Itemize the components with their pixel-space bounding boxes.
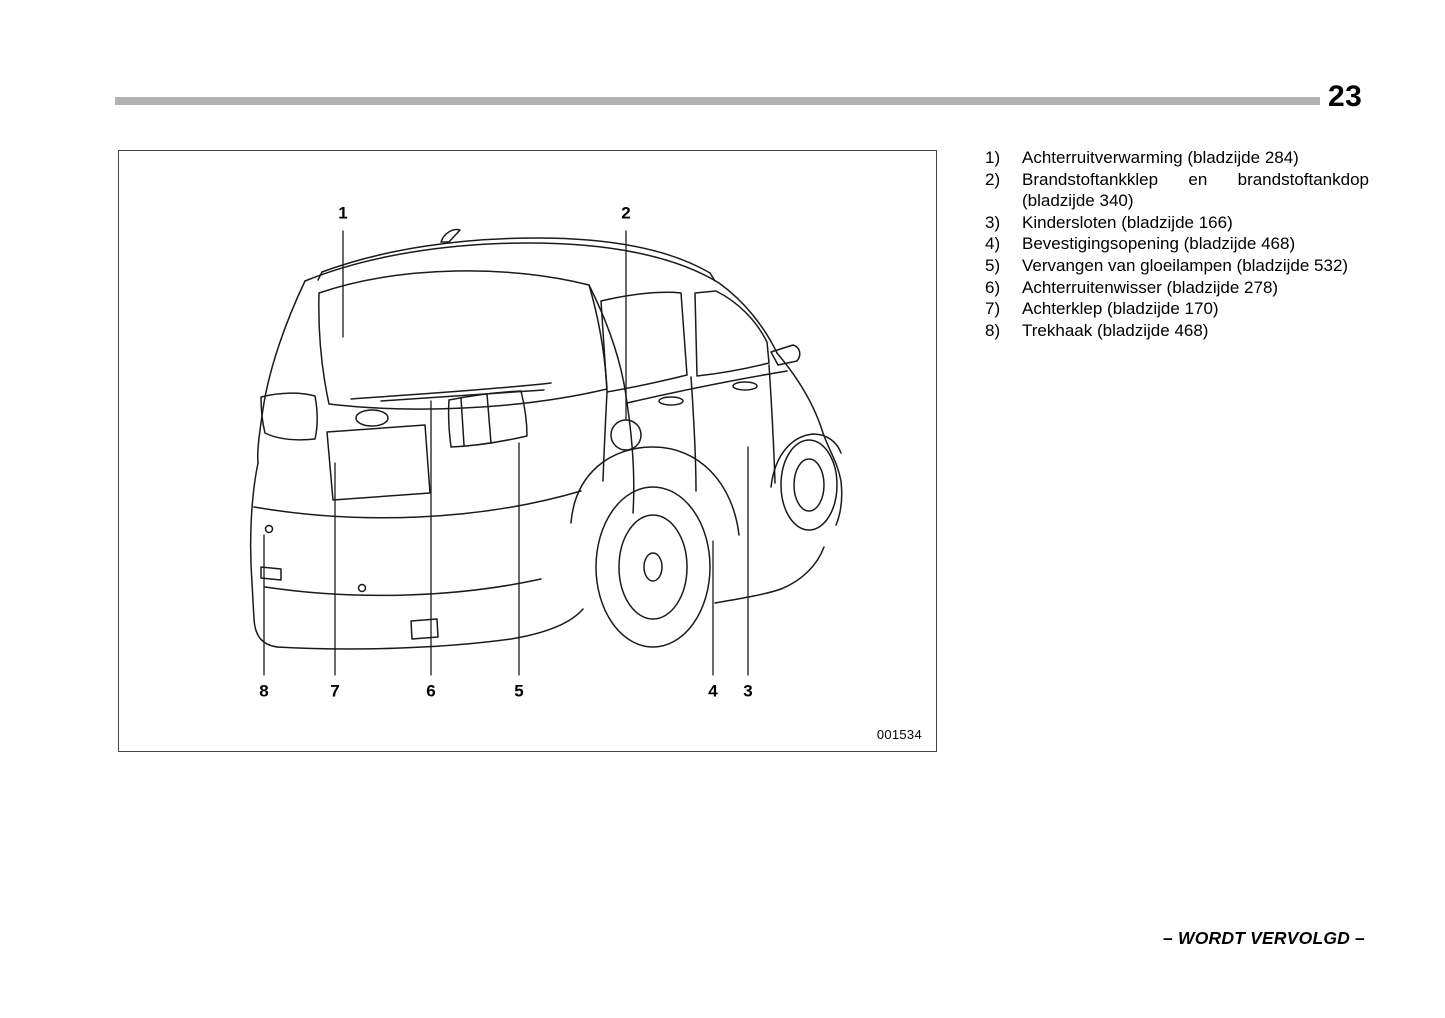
- legend-item-number: 3): [985, 212, 1001, 232]
- tail-lights: [260, 390, 528, 448]
- legend-item-2: 2) Brandstoftankklep en brandstoftankdop…: [985, 169, 1369, 212]
- figure-box: 1 2 8 7 6 5 4 3 001534: [118, 150, 937, 752]
- rear-window: [318, 270, 608, 410]
- legend-item-text: Achterklep (bladzijde 170): [1022, 299, 1219, 319]
- legend-item-7: 7) Achterklep (bladzijde 170): [985, 298, 1369, 320]
- callout-7: 7: [330, 681, 340, 701]
- legend-item-3: 3) Kindersloten (bladzijde 166): [985, 212, 1369, 234]
- legend-item-number: 6): [985, 277, 1001, 297]
- rear-bumper: [253, 490, 584, 650]
- continued-note: – WORDT VERVOLGD –: [1163, 928, 1365, 948]
- door-handle: [732, 381, 758, 391]
- license-plate: [326, 424, 431, 501]
- legend-item-number: 8): [985, 320, 1001, 340]
- header-rule: [115, 97, 1320, 105]
- tow-hitch: [410, 618, 439, 640]
- legend-item-text: Trekhaak (bladzijde 468): [1022, 320, 1209, 340]
- rear-wiper: [350, 382, 552, 400]
- rear-wheel: [595, 486, 711, 648]
- callout-3: 3: [743, 681, 753, 701]
- legend-item-text: Kindersloten (bladzijde 166): [1022, 212, 1233, 232]
- front-wheel: [780, 439, 838, 531]
- callout-lines: [263, 230, 749, 676]
- callout-1: 1: [338, 203, 348, 223]
- rear-hatch: [249, 270, 635, 648]
- callout-2: 2: [621, 203, 631, 223]
- legend-item-text: Bevestigingsopening (bladzijde 468): [1022, 234, 1296, 254]
- legend-item-number: 4): [985, 234, 1001, 254]
- legend-item-number: 1): [985, 148, 1001, 167]
- legend-item-number: 2): [985, 169, 1001, 189]
- legend-item-text: Vervangen van gloeilampen (bladzijde 532…: [1022, 255, 1349, 275]
- callout-4: 4: [708, 681, 718, 701]
- callout-6: 6: [426, 681, 436, 701]
- legend-item-text: Achterruitverwarming (bladzijde 284): [1022, 148, 1299, 167]
- legend-item-number: 7): [985, 299, 1001, 319]
- page-number: 23: [1328, 80, 1363, 113]
- legend-item-5: 5) Vervangen van gloeilampen (bladzijde …: [985, 255, 1369, 277]
- legend-list: 1) Achterruitverwarming (bladzijde 284) …: [985, 147, 1369, 341]
- front-door-window: [694, 290, 770, 377]
- brand-badge: [355, 409, 389, 427]
- legend-item-6: 6) Achterruitenwisser (bladzijde 278): [985, 277, 1369, 299]
- side-mirror: [770, 344, 801, 366]
- car-illustration: [249, 228, 843, 676]
- rear-door-window: [600, 291, 688, 393]
- legend-item-1: 1) Achterruitverwarming (bladzijde 284): [985, 147, 1369, 169]
- figure-code: 001534: [876, 727, 922, 742]
- side-body: [600, 282, 843, 604]
- legend-item-8: 8) Trekhaak (bladzijde 468): [985, 320, 1369, 342]
- callout-8: 8: [259, 681, 269, 701]
- legend-item-text: Brandstoftankklep en brandstoftankdop (b…: [1022, 169, 1369, 211]
- callout-5: 5: [514, 681, 524, 701]
- antenna-fin: [440, 228, 461, 243]
- fuel-door: [610, 419, 642, 451]
- legend-item-4: 4) Bevestigingsopening (bladzijde 468): [985, 233, 1369, 255]
- door-handle: [658, 396, 684, 406]
- roof-and-rails: [304, 228, 720, 284]
- legend-item-number: 5): [985, 255, 1001, 275]
- legend-item-text: Achterruitenwisser (bladzijde 278): [1022, 277, 1279, 297]
- parking-sensor: [357, 583, 367, 593]
- wheels: [570, 433, 842, 648]
- parking-sensor: [264, 524, 274, 534]
